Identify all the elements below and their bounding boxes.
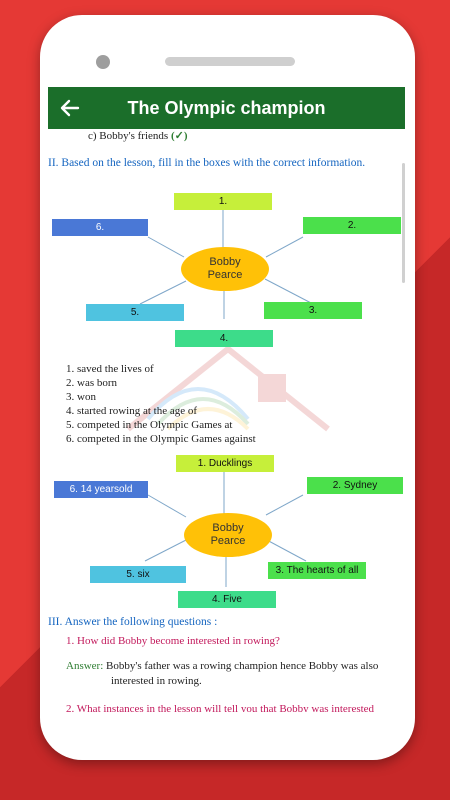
clue-3: 3. won: [66, 391, 96, 403]
diagram-1-box-4: 4.: [175, 330, 273, 347]
question-1: 1. How did Bobby become interested in ro…: [66, 635, 280, 647]
section-3-heading: III. Answer the following questions :: [48, 616, 218, 628]
scrollbar[interactable]: [402, 163, 405, 283]
diagram-1-box-1: 1.: [174, 193, 272, 210]
diagram-2-connectors: [144, 472, 307, 587]
clue-5: 5. competed in the Olympic Games at: [66, 419, 233, 431]
answer-1: Answer: Bobby's father was a rowing cham…: [66, 660, 379, 687]
diagram-2-center: Bobby Pearce: [184, 513, 272, 557]
diagram-2-box-2: 2. Sydney: [307, 477, 403, 494]
diagram-1-center: Bobby Pearce: [181, 247, 269, 291]
diagram-2-box-3: 3. The hearts of all: [268, 562, 366, 579]
diagram-2-box-5: 5. six: [90, 566, 186, 583]
question-2: 2. What instances in the lesson will tel…: [66, 703, 375, 712]
section-2-heading: II. Based on the lesson, fill in the box…: [48, 157, 366, 169]
arrow-left-icon: [60, 99, 80, 117]
back-button[interactable]: [48, 87, 92, 129]
lesson-content[interactable]: c) Bobby's friends (✓) II. Based on the …: [48, 129, 405, 712]
diagram-2-box-4: 4. Five: [178, 591, 276, 608]
watermark-logo: [126, 345, 330, 432]
friends-line: c) Bobby's friends (✓): [88, 130, 188, 142]
clue-2: 2. was born: [66, 377, 118, 389]
camera-dot: [96, 55, 110, 69]
diagram-1-box-3: 3.: [264, 302, 362, 319]
phone-frame: The Olympic champion c) Bobby's friends …: [40, 15, 415, 760]
clue-1: 1. saved the lives of: [66, 363, 154, 375]
app-screen: The Olympic champion c) Bobby's friends …: [48, 87, 405, 712]
diagram-1-box-2: 2.: [303, 217, 401, 234]
diagram-1-connectors: [139, 206, 314, 319]
speaker-grille: [165, 57, 295, 66]
diagram-2-box-1: 1. Ducklings: [176, 455, 274, 472]
diagram-1-box-5: 5.: [86, 304, 184, 321]
diagram-2-box-6: 6. 14 yearsold: [54, 481, 148, 498]
app-bar: The Olympic champion: [48, 87, 405, 129]
diagram-1-box-6: 6.: [52, 219, 148, 236]
clue-6: 6. competed in the Olympic Games against: [66, 433, 256, 445]
check-mark: (✓): [170, 130, 188, 142]
clue-4: 4. started rowing at the age of: [66, 405, 198, 417]
page-title: The Olympic champion: [127, 97, 326, 118]
